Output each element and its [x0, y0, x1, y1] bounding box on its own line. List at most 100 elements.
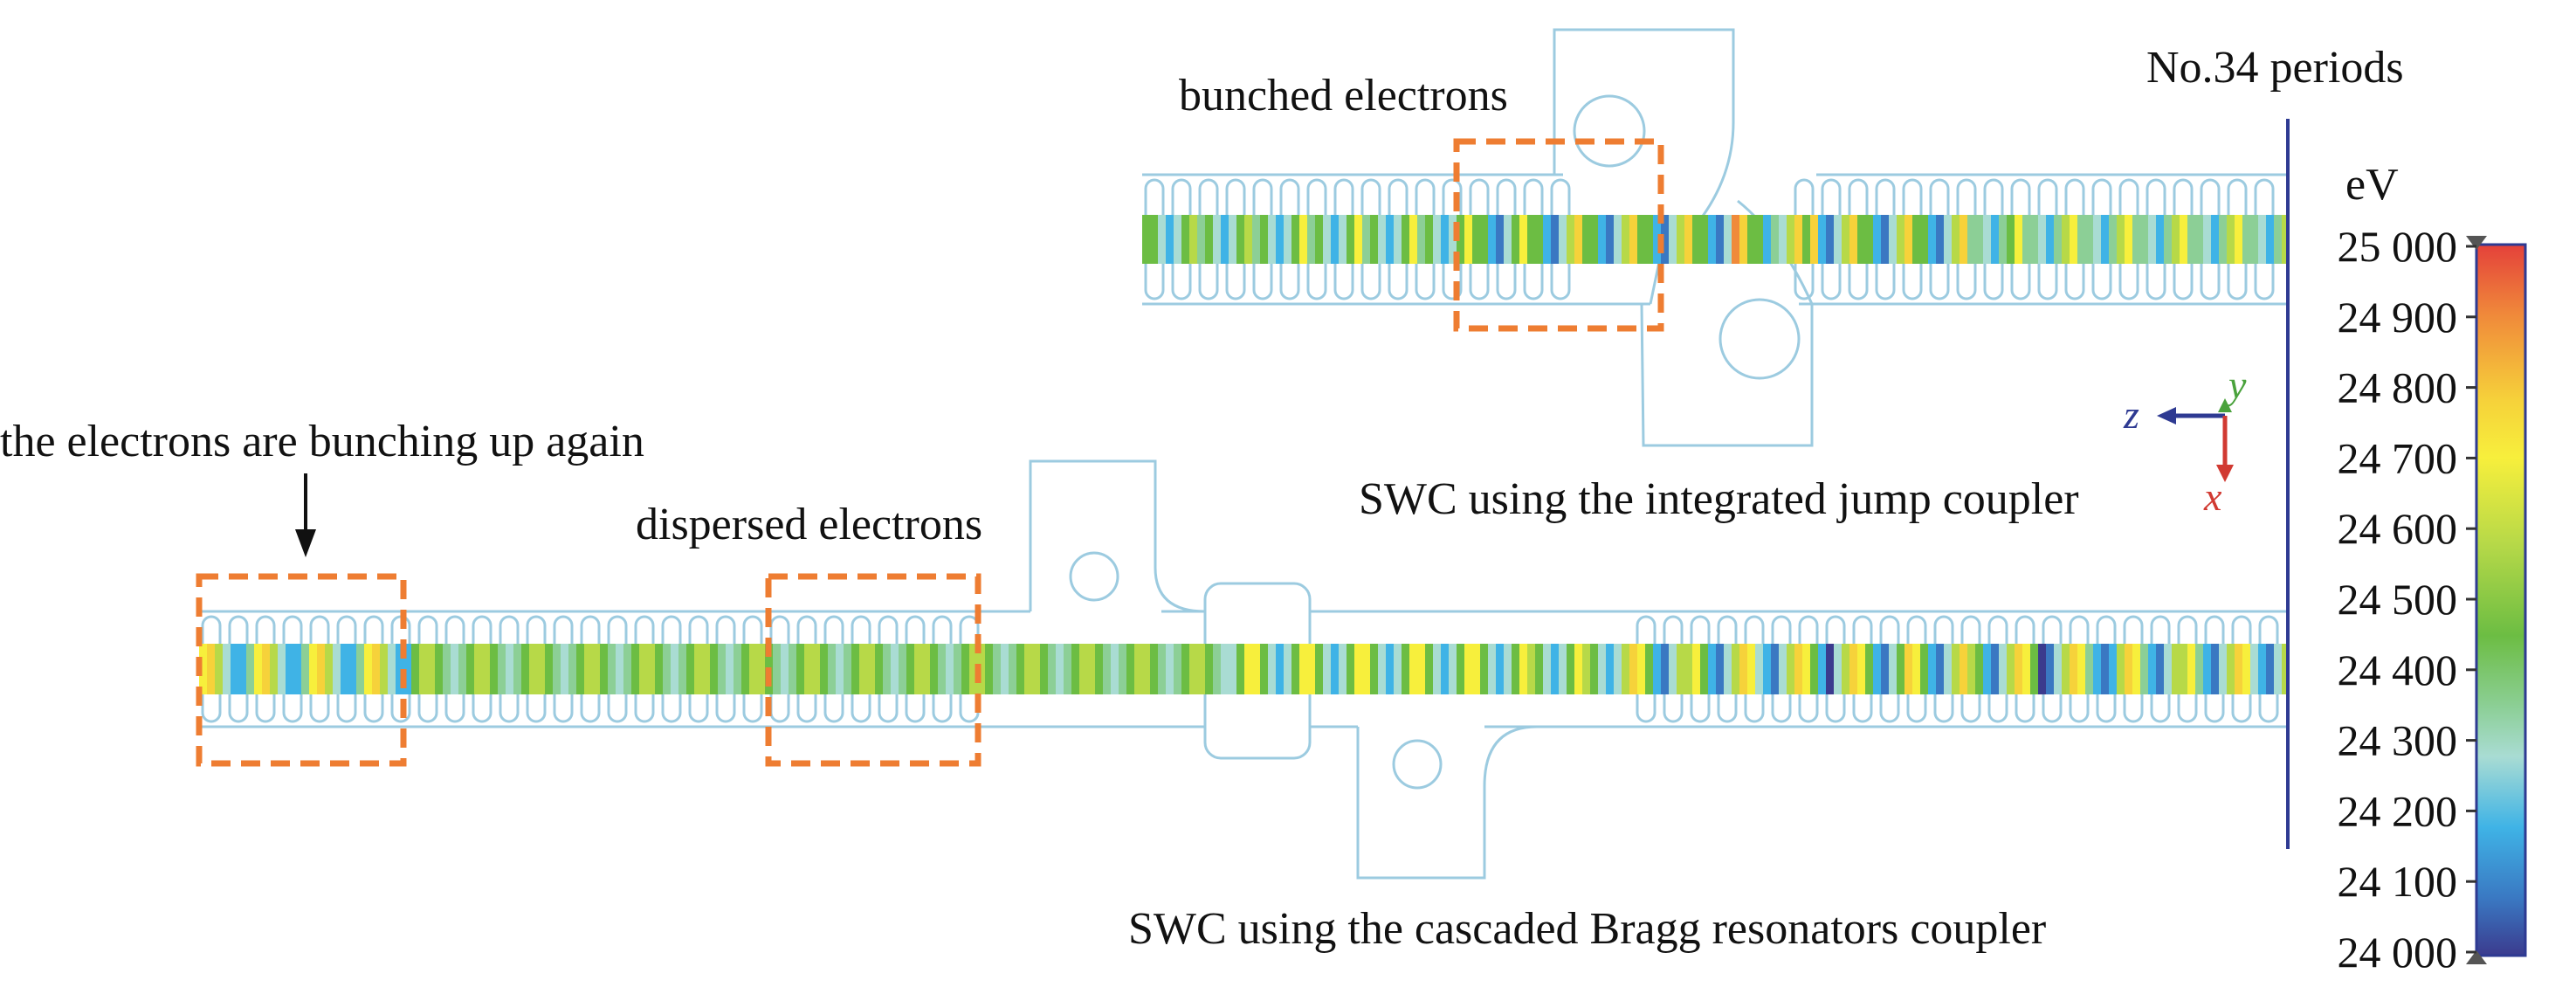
beam-stripe [1535, 215, 1543, 264]
beam-stripe [1559, 215, 1567, 264]
beam-stripe [254, 644, 262, 694]
beam-stripe [1661, 644, 1669, 694]
beam-stripe [1299, 644, 1307, 694]
beam-stripe [396, 644, 403, 694]
beam-stripe [1834, 215, 1842, 264]
beam-stripe [2282, 215, 2288, 264]
beam-stripe [490, 644, 498, 694]
colorbar-tick-label: 24 600 [2338, 504, 2458, 553]
beam-stripe [435, 644, 443, 694]
beam-stripe [2180, 215, 2187, 264]
beam-stripe [1291, 215, 1299, 264]
beam-stripe [1142, 215, 1150, 264]
beam-stripe [1394, 215, 1402, 264]
beam-stripe [451, 644, 458, 694]
beam-stripe [1339, 644, 1347, 694]
beam-stripe [1873, 644, 1881, 694]
colorbar-tick-label: 24 000 [2338, 928, 2458, 977]
beam-stripe [2227, 215, 2235, 264]
top-coupler-port-lower [1718, 298, 1801, 380]
beam-stripe [1802, 215, 1810, 264]
colorbar-gradient [2475, 243, 2527, 957]
colorbar-max-marker-icon [2466, 236, 2487, 250]
beam-stripe [498, 644, 506, 694]
beam-stripe [741, 644, 749, 694]
beam-stripe [1519, 644, 1527, 694]
beam-stripe [1708, 644, 1716, 694]
beam-stripe [1032, 644, 1040, 694]
beam-stripe [231, 644, 238, 694]
beam-stripe [2211, 644, 2219, 694]
beam-stripe [2109, 644, 2117, 694]
beam-stripe [1111, 644, 1119, 694]
beam-stripe [867, 644, 875, 694]
beam-stripe [836, 644, 844, 694]
dispersed-electrons-box [765, 573, 981, 767]
beam-stripe [1378, 215, 1386, 264]
colorbar-tick-label: 25 000 [2338, 222, 2458, 271]
beam-stripe [1944, 215, 1952, 264]
beam-stripe [781, 644, 789, 694]
beam-stripe [2156, 215, 2164, 264]
beam-stripe [1362, 644, 1370, 694]
beam-stripe [2070, 644, 2077, 694]
beam-stripe [309, 644, 317, 694]
beam-stripe [2030, 644, 2038, 694]
beam-stripe [1126, 644, 1134, 694]
beam-stripe [1150, 215, 1158, 264]
beam-stripe [1457, 644, 1464, 694]
beam-stripe [2140, 215, 2148, 264]
beam-stripe [1347, 215, 1354, 264]
beam-stripe [207, 644, 215, 694]
beam-stripe [2148, 215, 2156, 264]
beam-stripe [1370, 215, 1378, 264]
beam-stripe [1818, 215, 1826, 264]
beam-stripe [1975, 644, 1983, 694]
beam-stripe [1197, 644, 1205, 694]
beam-stripe [1865, 644, 1873, 694]
beam-stripe [757, 644, 765, 694]
beam-stripe [891, 644, 899, 694]
beam-stripe [773, 644, 781, 694]
beam-stripe [2022, 644, 2030, 694]
beam-stripe [1009, 644, 1016, 694]
beam-stripe [2132, 644, 2140, 694]
beam-stripe [1394, 644, 1402, 694]
beam-stripe [1276, 644, 1284, 694]
top-waveguide-walls [1142, 173, 2288, 306]
beam-stripe [749, 644, 757, 694]
beam-stripe [1205, 644, 1213, 694]
beam-stripe [914, 644, 922, 694]
beam-stripe [1284, 215, 1291, 264]
beam-stripe [1001, 644, 1009, 694]
beam-stripe [372, 644, 380, 694]
beam-stripe [2070, 215, 2077, 264]
beam-stripe [2062, 644, 2070, 694]
beam-stripe [2180, 644, 2187, 694]
beam-stripe [1441, 644, 1449, 694]
beam-stripe [954, 644, 961, 694]
beam-stripe [1677, 215, 1684, 264]
beam-stripe [1967, 644, 1975, 694]
beam-stripe [1268, 215, 1276, 264]
beam-stripe [1991, 215, 1999, 264]
beam-stripe [1229, 215, 1236, 264]
beam-stripe [1889, 215, 1897, 264]
beam-stripe [1700, 644, 1708, 694]
beam-stripe [608, 644, 616, 694]
beam-stripe [2117, 215, 2125, 264]
beam-stripe [1912, 215, 1920, 264]
beam-stripe [215, 644, 223, 694]
beam-stripe [1378, 644, 1386, 694]
beam-stripe [2172, 644, 2180, 694]
colorbar-tick-label: 24 700 [2338, 433, 2458, 482]
beam-stripe [2195, 215, 2203, 264]
z-axis-arrow-icon [2157, 407, 2176, 425]
beam-stripe [1629, 215, 1637, 264]
beam-stripe [710, 644, 718, 694]
beam-stripe [2085, 644, 2093, 694]
beam-stripe [2046, 644, 2054, 694]
beam-stripe [1739, 215, 1747, 264]
beam-stripe [1952, 644, 1960, 694]
